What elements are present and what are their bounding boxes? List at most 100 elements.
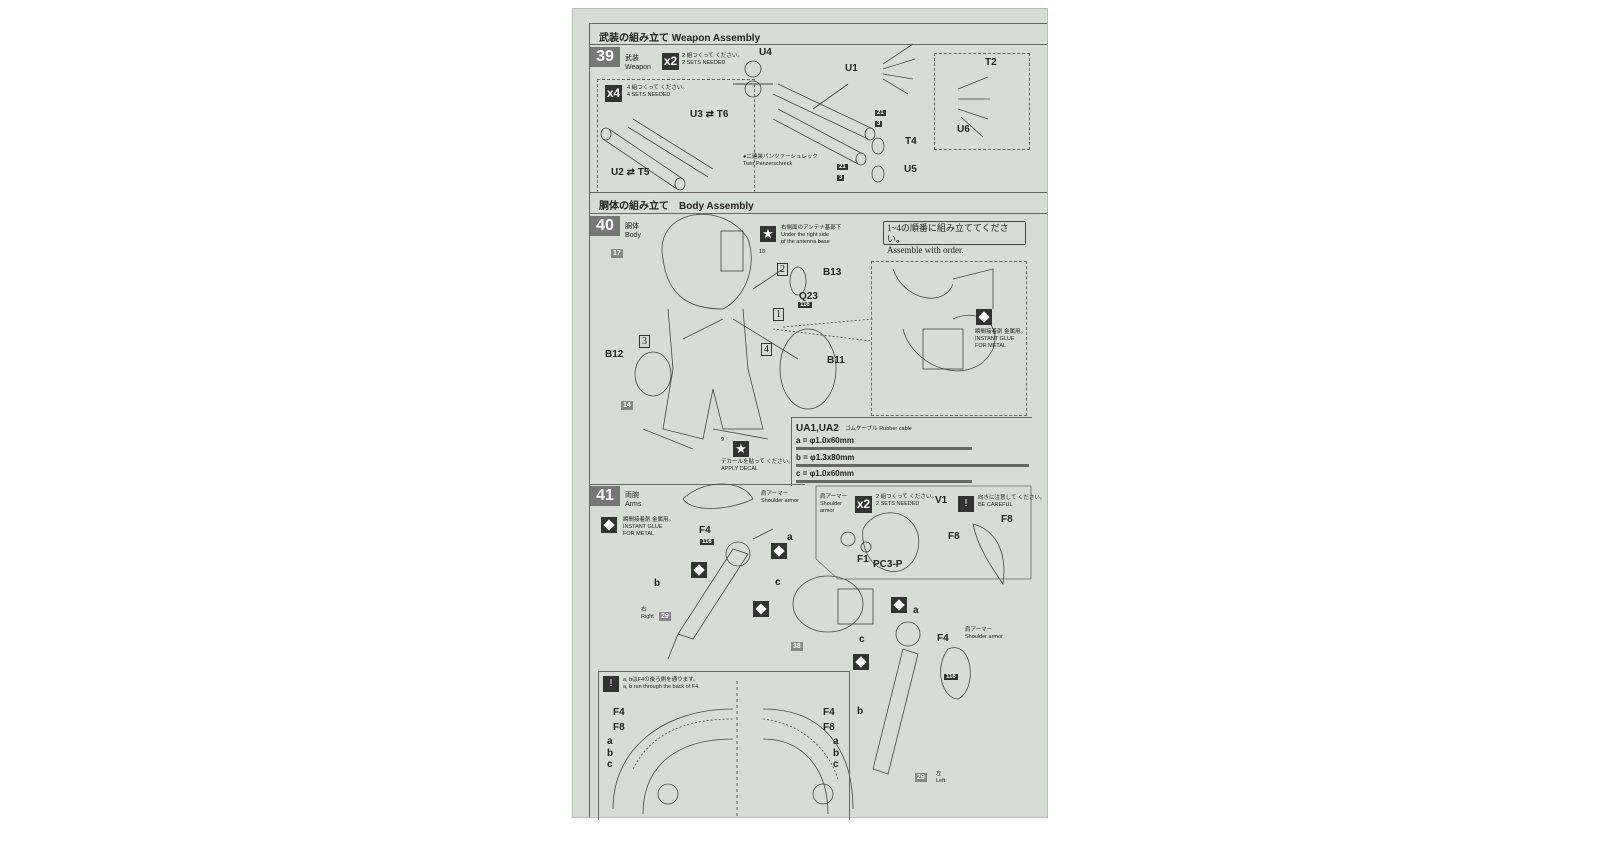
order-note: 1~4の順番に組み立ててください。Assemble with order. [883,221,1026,255]
sets-note-en: 2 SETS NEEDED [876,501,920,507]
routing-note-jp: a, bはF4の後ろ側を通ります。 [623,677,699,683]
glue-note-jp: 瞬間接着剤 金属用。 [623,517,675,523]
frame-top-line [589,23,1047,24]
part-label-b13: B13 [823,267,842,278]
label-en: Right [641,614,654,620]
order-4: 4 [761,343,772,356]
inset-sight-box [934,53,1030,150]
step-number-39: 39 [590,47,620,67]
cable-a-spec: a = φ1.0x60mm [796,436,854,445]
careful-jp: 向きに注意して ください。 [978,495,1046,501]
step-title-en: Weapon [625,64,651,71]
left-arm-drawing [872,621,971,775]
glue-icon [771,543,787,559]
paint-color-29: 29 [659,612,671,621]
inset-weapon-box [597,79,755,193]
careful-note: 向きに注意して ください。BE CAREFUL [978,495,1045,509]
part-label-u6: U6 [957,124,970,135]
paint-color-17: 17 [611,249,623,258]
routing-note-en: a, b run through the back of F4. [623,684,700,690]
sets-note: 2 組つくって ください。2 SETS NEEDED [682,53,743,67]
label-jp: 右 [641,607,647,613]
step-title-en: Body [625,232,641,239]
cable-b-bar [796,464,1029,467]
cable-label-a: a [787,532,793,543]
label-en: Left [936,778,946,784]
order-note-en: Assemble with order. [887,245,964,255]
decal-note-jp: 右側面のアンテナ基部下 [781,225,842,231]
detail-label-c: c [607,759,613,770]
detail-label-a: a [607,736,613,747]
glue-icon [753,601,769,617]
label-jp: 肩アーマー [761,491,789,497]
sight-rods-detail [957,76,990,138]
glue-icon [976,309,992,325]
part-label-u4: U4 [759,47,772,58]
order-2: 2 [777,263,788,276]
cable-c-bar [796,480,972,483]
detail-label-f4: F4 [823,707,835,718]
part-label-f4: F4 [699,525,711,536]
section-title-weapon: 武装の組み立て Weapon Assembly [599,33,761,44]
sets-badge: x2 [855,496,872,513]
sets-note-jp: 2 組つくって ください。 [876,494,937,500]
caption-jp: ●二連装パンツァーシュレック [743,154,818,160]
divider [589,213,1047,214]
paint-color-116: 116 [798,302,812,308]
part-label-u1: U1 [845,63,858,74]
step-number-41: 41 [590,486,620,506]
decal-number-18: 18 [759,249,766,255]
label-en: Shoulder armor [965,634,1003,640]
divider [589,484,805,485]
paint-color-21: 21 [875,110,886,116]
sight-rods [882,43,916,95]
cable-subtitle: ゴムケーブル Rubber cable [845,426,912,432]
robot-body-drawing [634,214,837,450]
torso-drawing [792,575,874,633]
cable-label-b: b [857,706,864,717]
part-label-b11: B11 [827,355,845,366]
frame-left-line [589,23,590,817]
glue-icon [853,654,869,670]
part-label-f8: F8 [1001,514,1013,525]
cable-label-b: b [654,578,661,589]
paint-color-3: 3 [837,175,845,181]
label-jp: 左 [936,771,942,777]
decal-note-en: Under the right side [781,232,829,238]
paint-color-116: 116 [700,539,714,545]
glue-note-en: INSTANT GLUE [975,336,1015,342]
sets-note-en: 4 SETS NEEDED [627,92,671,98]
careful-en: BE CAREFUL [978,502,1013,508]
label-en: Shoulder armor [761,498,799,504]
sets-note-jp: 2 組つくって ください。 [682,53,743,59]
part-label-u3-t6: U3 ⇄ T6 [690,109,729,120]
caution-icon: ǃ [958,496,974,512]
label-en: armor [820,508,835,514]
cable-a-bar [796,447,972,450]
cable-c-spec: c = φ1.0x60mm [796,469,854,478]
apply-decal-en: APPLY DECAL [721,466,759,472]
glue-note-en: INSTANT GLUE [623,524,663,530]
apply-decal-jp: デカールを貼って ください。 [721,459,794,465]
step-title-jp: 両腕 [625,492,639,499]
divider [589,44,1047,45]
step-number-40: 40 [590,216,620,236]
sets-badge: x2 [662,53,679,70]
order-1: 1 [773,308,784,321]
cable-routing-detail-box [598,671,850,820]
shoulder-armor-subassembly [840,512,1005,586]
cable-label-c: c [775,577,781,588]
part-label-b12: B12 [605,349,624,360]
instruction-page: 武装の組み立て Weapon Assembly 胴体の組み立て Body Ass… [572,8,1048,820]
rubber-cable-box [791,417,1032,486]
glue-icon [601,517,617,533]
